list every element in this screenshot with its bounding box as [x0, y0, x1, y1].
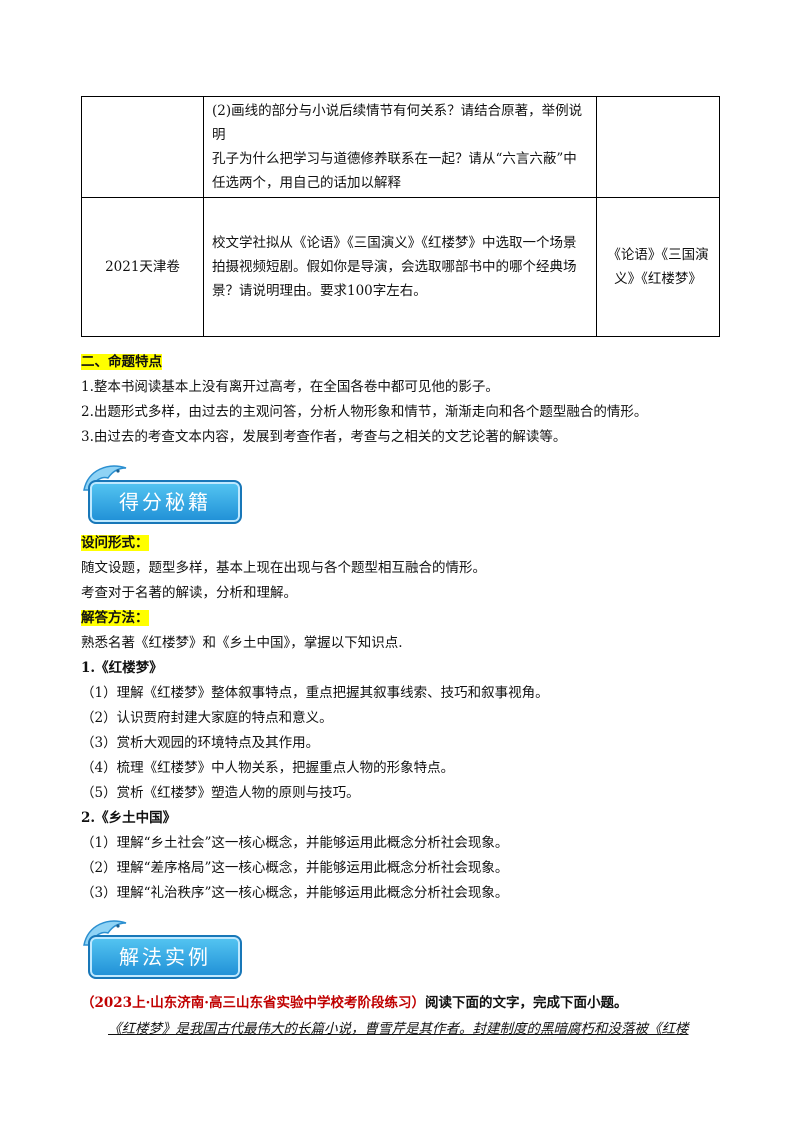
section-heading: 二、命题特点	[81, 354, 162, 370]
table-cell-year: 2021天津卷	[81, 197, 204, 337]
example-passage: 《红楼梦》是我国古代最伟大的长篇小说，曹雪芹是其作者。封建制度的黑暗腐朽和没落被…	[108, 1021, 689, 1037]
list-item: （3）理解“礼治秩序”这一核心概念，并能够运用此概念分析社会现象。	[81, 885, 509, 901]
section-characteristics: 二、命题特点 1.整本书阅读基本上没有离开过高考，在全国各卷中都可见他的影子。 …	[81, 350, 721, 450]
table-row: (2)画线的部分与小说后续情节有何关系？请结合原著，举例说明 孔子为什么把学习与…	[81, 96, 720, 198]
list-item: （4）梳理《红楼梦》中人物关系，把握重点人物的形象特点。	[81, 760, 455, 776]
list-item: （5）赏析《红楼梦》塑造人物的原则与技巧。	[81, 785, 360, 801]
book-heading-xiangtuzhongguo: 2.《乡土中国》	[81, 810, 177, 826]
table-cell-question: (2)画线的部分与小说后续情节有何关系？请结合原著，举例说明 孔子为什么把学习与…	[203, 96, 597, 198]
banner-worked-example: 解法实例	[78, 915, 246, 985]
list-item: 3.由过去的考查文本内容，发展到考查作者，考查与之相关的文艺论著的解读等。	[81, 429, 567, 445]
subheading-answer-method: 解答方法：	[81, 610, 149, 626]
question-text: 孔子为什么把学习与道德修养联系在一起？请从“六言六蔽”中任选两个，用自己的话加以…	[212, 151, 577, 191]
table-cell-book: 《论语》《三国演义》《红楼梦》	[596, 197, 720, 337]
table-cell-question: 校文学社拟从《论语》《三国演义》《红楼梦》中选取一个场景拍摄视频短剧。假如你是导…	[203, 197, 597, 337]
table-cell-book	[596, 96, 720, 198]
banner-label: 解法实例	[119, 945, 211, 969]
exam-table: (2)画线的部分与小说后续情节有何关系？请结合原著，举例说明 孔子为什么把学习与…	[81, 96, 720, 337]
list-item: 随文设题，题型多样，基本上现在出现与各个题型相互融合的情形。	[81, 560, 486, 576]
list-item: （1）理解《红楼梦》整体叙事特点，重点把握其叙事线索、技巧和叙事视角。	[81, 685, 549, 701]
section-tips: 设问形式： 随文设题，题型多样，基本上现在出现与各个题型相互融合的情形。 考查对…	[81, 531, 721, 906]
paragraph: 熟悉名著《红楼梦》和《乡土中国》，掌握以下知识点.	[81, 635, 403, 651]
table-row: 2021天津卷 校文学社拟从《论语》《三国演义》《红楼梦》中选取一个场景拍摄视频…	[81, 197, 720, 337]
list-item: 1.整本书阅读基本上没有离开过高考，在全国各卷中都可见他的影子。	[81, 379, 499, 395]
list-item: 2.出题形式多样，由过去的主观问答，分析人物形象和情节，渐渐走向和各个题型融合的…	[81, 404, 648, 420]
banner-scoring-tips: 得分秘籍	[78, 460, 246, 530]
list-item: （2）认识贾府封建大家庭的特点和意义。	[81, 710, 333, 726]
table-cell-year	[81, 96, 204, 198]
list-item: （3）赏析大观园的环境特点及其作用。	[81, 735, 320, 751]
list-item: 考查对于名著的解读，分析和理解。	[81, 585, 297, 601]
list-item: （2）理解“差序格局”这一核心概念，并能够运用此概念分析社会现象。	[81, 860, 509, 876]
question-text: 校文学社拟从《论语》《三国演义》《红楼梦》中选取一个场景拍摄视频短剧。假如你是导…	[212, 235, 577, 299]
banner-label: 得分秘籍	[119, 490, 211, 514]
question-text: (2)画线的部分与小说后续情节有何关系？请结合原著，举例说明	[212, 103, 583, 143]
banner-box	[88, 935, 242, 979]
example-prompt: （2023上·山东济南·高三山东省实验中学校考阶段练习）阅读下面的文字，完成下面…	[81, 991, 731, 1016]
subheading-question-form: 设问形式：	[81, 535, 149, 551]
list-item: （1）理解“乡土社会”这一核心概念，并能够运用此概念分析社会现象。	[81, 835, 509, 851]
example-source: （2023上·山东济南·高三山东省实验中学校考阶段练习）	[81, 995, 425, 1011]
example-instruction: 阅读下面的文字，完成下面小题。	[424, 995, 628, 1011]
book-heading-hongloumeng: 1.《红楼梦》	[81, 660, 163, 676]
banner-box	[88, 480, 242, 524]
